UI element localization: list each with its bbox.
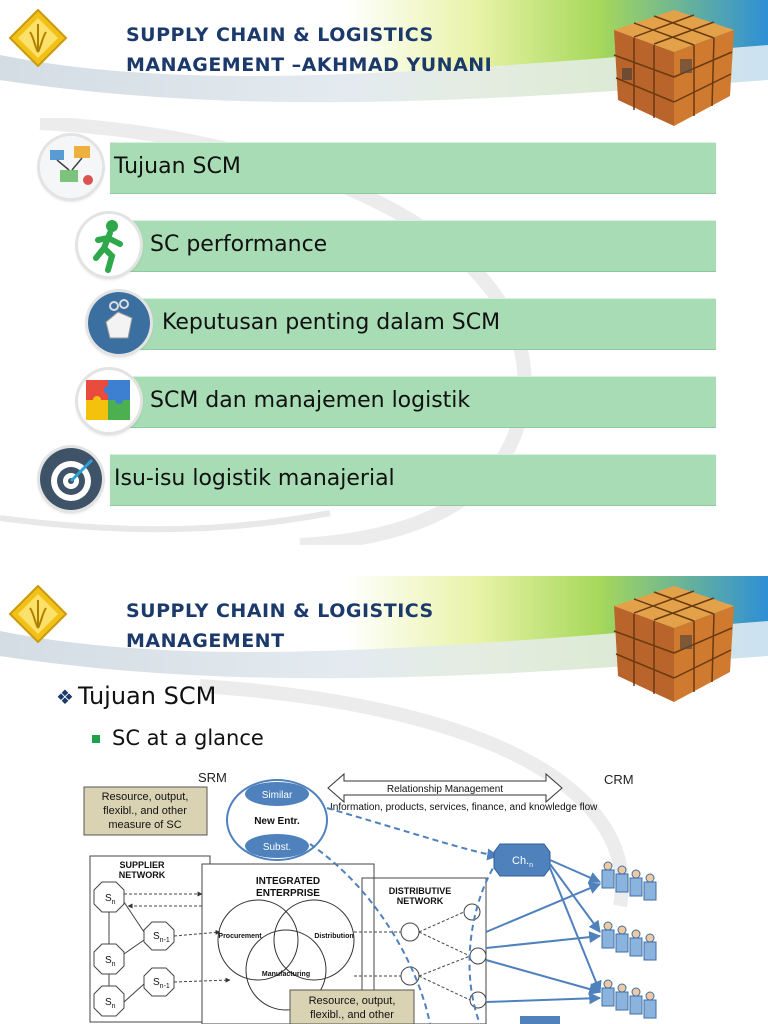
procurement-circle (217, 899, 299, 981)
customer-group-2-icon (601, 921, 657, 961)
bullet-level-1: ❖Tujuan SCM (56, 682, 216, 710)
flowchart-icon (40, 136, 102, 198)
integrated-line-1: INTEGRATED (256, 876, 320, 887)
slide-title-line-1: SUPPLY CHAIN & LOGISTICS (126, 600, 434, 622)
manufacturing-circle (245, 929, 327, 1011)
menu-item-label-5: Isu-isu logistik manajerial (114, 466, 395, 491)
measure-box-line-2: flexibl., and other (103, 805, 187, 817)
measure-box (83, 786, 208, 836)
diamond-bullet-icon: ❖ (56, 685, 74, 709)
supplier-links (108, 901, 145, 1003)
distribution-label: Distribution (314, 933, 353, 940)
university-logo-icon (8, 8, 68, 68)
rubiks-cube-image (613, 586, 734, 702)
menu-item-label-2: SC performance (150, 232, 328, 257)
customer-group-3-icon (601, 979, 657, 1019)
integrated-line-2: ENTERPRISE (256, 888, 320, 899)
slide-gap (0, 545, 768, 576)
new-entrants-label: New Entr. (254, 816, 300, 827)
supplier-network-line-2: NETWORK (119, 870, 166, 880)
channel-box (493, 843, 551, 877)
crm-label: CRM (604, 772, 634, 787)
similar-oval (245, 782, 309, 806)
menu-item-label-4: SCM dan manajemen logistik (150, 388, 471, 413)
bullet-level-2: SC at a glance (92, 726, 264, 750)
customer-arrows (485, 859, 602, 1005)
relationship-arrow (327, 772, 563, 804)
channel-label: Ch.n (512, 855, 533, 869)
supplier-flow-arrows (124, 891, 231, 983)
similar-label: Similar (262, 790, 293, 801)
supplier-node-3-label: Sn (105, 997, 116, 1010)
menu-bar-5[interactable] (110, 454, 716, 506)
running-person-icon (78, 214, 140, 276)
supplier-node-2-label: Sn (105, 955, 116, 968)
measure-box-2-line-1: Resource, output, (309, 995, 396, 1007)
puzzle-icon (78, 370, 140, 432)
distribution-circle (273, 899, 355, 981)
flow-label: Information, products, services, finance… (330, 802, 598, 813)
distributive-line-2: NETWORK (397, 896, 444, 906)
measure-box-2 (289, 989, 415, 1024)
relationship-label: Relationship Management (387, 784, 503, 795)
distributive-line-1: DISTRIBUTIVE (389, 886, 452, 896)
slide-2: SUPPLY CHAIN & LOGISTICS MANAGEMENT ❖Tuj… (0, 576, 768, 1024)
slide-title-line-1: SUPPLY CHAIN & LOGISTICS (126, 24, 434, 46)
hand-scissors-icon (88, 292, 150, 354)
substitutes-label: Subst. (263, 842, 291, 853)
supplier-node-5-label: Sn-1 (153, 977, 170, 990)
menu-bar-3[interactable] (110, 298, 716, 350)
menu-bar-4[interactable] (110, 376, 716, 428)
bullet-2-text: SC at a glance (112, 726, 264, 750)
background-arc (199, 679, 629, 908)
distributive-network-box (361, 877, 487, 1024)
menu-item-label-1: Tujuan SCM (114, 154, 241, 179)
slide-title-line-2: MANAGEMENT (126, 630, 285, 652)
flow-arcs (309, 807, 500, 1024)
second-channel-box (520, 1016, 560, 1024)
supplier-network-line-1: SUPPLIER (119, 860, 165, 870)
menu-item-label-3: Keputusan penting dalam SCM (162, 310, 501, 335)
university-logo-icon (8, 584, 68, 644)
measure-box-2-line-2: flexibl., and other (310, 1009, 394, 1021)
target-icon (40, 448, 102, 510)
menu-bar-2[interactable] (110, 220, 716, 272)
slide-title-line-2: MANAGEMENT –AKHMAD YUNANI (126, 54, 493, 76)
customer-group-1-icon (601, 861, 657, 901)
supplier-nodes (93, 881, 175, 1017)
procurement-label: Procurement (218, 933, 262, 940)
srm-label: SRM (198, 772, 227, 785)
measure-box-line-3: measure of SC (108, 819, 181, 831)
sc-diagram: SRM CRM Resource, output, flexibl., and … (83, 772, 657, 1024)
substitutes-oval (245, 834, 309, 858)
square-bullet-icon (92, 735, 100, 743)
slide-1: SUPPLY CHAIN & LOGISTICS MANAGEMENT –AKH… (0, 0, 768, 545)
menu-bar-1[interactable] (110, 142, 716, 194)
supplier-node-4-label: Sn-1 (153, 931, 170, 944)
rubiks-cube-image (613, 10, 734, 126)
manufacturing-label: Manufacturing (262, 971, 310, 978)
supplier-node-1-label: Sn (105, 893, 116, 906)
bullet-1-text: Tujuan SCM (77, 682, 217, 710)
measure-box-line-1: Resource, output, (102, 791, 189, 803)
